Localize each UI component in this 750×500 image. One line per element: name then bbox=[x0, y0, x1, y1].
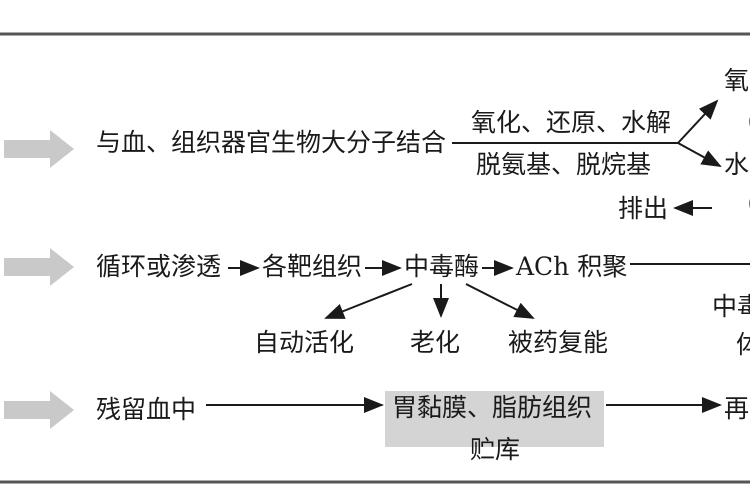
big-arrow-row3 bbox=[4, 391, 74, 429]
row1-right-mid-label: 水 bbox=[724, 150, 750, 179]
row1-right-paren-mid: （ bbox=[732, 190, 750, 220]
storage-box bbox=[385, 391, 604, 447]
row1-branch-up bbox=[677, 99, 719, 144]
row1-right-top-label: 氧 bbox=[724, 66, 750, 95]
row1-start-label: 与血、组织器官生物大分子结合 bbox=[96, 128, 447, 157]
storage-box-line2: 贮库 bbox=[470, 435, 521, 464]
row1-upper-label: 氧化、还原、水解 bbox=[471, 108, 672, 137]
big-arrow-row1 bbox=[4, 130, 74, 168]
enzyme-branch-left bbox=[324, 283, 413, 319]
row2-right-top-label: 中毒 bbox=[712, 292, 750, 321]
target-tissue-label: 各靶组织 bbox=[262, 252, 363, 281]
big-arrow-row2 bbox=[4, 248, 74, 286]
row1-lower-label: 脱氨基、脱烷基 bbox=[476, 150, 652, 179]
enzyme-branch-right bbox=[465, 283, 535, 319]
fate-auto-activation: 自动活化 bbox=[254, 328, 355, 357]
row1-branch-down bbox=[677, 142, 722, 167]
ach-label: ACh 积聚 bbox=[516, 252, 628, 281]
row3-start-label: 残留血中 bbox=[96, 395, 197, 424]
row1-right-paren-top: （ bbox=[732, 108, 750, 138]
enzyme-label: 中毒酶 bbox=[404, 252, 480, 281]
row2-start-label: 循环或渗透 bbox=[96, 252, 222, 281]
row3-right-label: 再 bbox=[724, 394, 750, 423]
fate-reactivation: 被药复能 bbox=[508, 328, 609, 357]
fate-aging: 老化 bbox=[410, 328, 461, 357]
row2-right-bottom-label: 体 bbox=[736, 330, 750, 359]
excrete-label: 排出 bbox=[618, 194, 669, 223]
storage-box-line1: 胃黏膜、脂肪组织 bbox=[392, 393, 593, 422]
